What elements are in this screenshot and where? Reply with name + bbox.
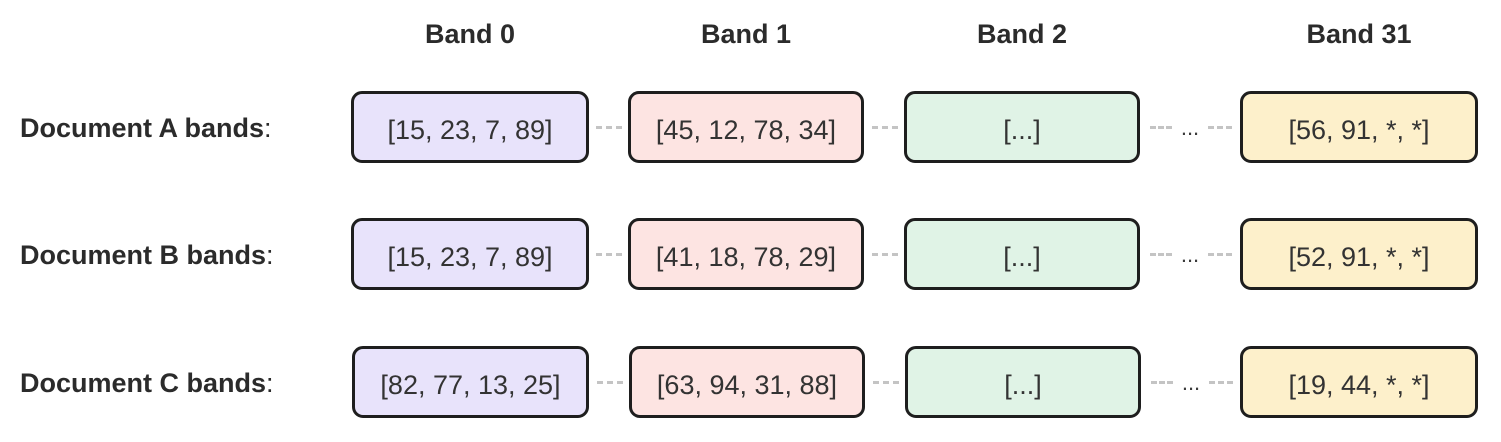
row-label-colon: :: [266, 240, 274, 270]
row-label-text: Document C bands: [20, 368, 267, 398]
doc-c-band-1-cell: [63, 94, 31, 88]: [629, 346, 865, 418]
doc-c-band-0-cell: [82, 77, 13, 25]: [352, 346, 589, 418]
connector-line: [1150, 126, 1172, 129]
doc-a-band-2-cell: [...]: [904, 91, 1140, 163]
connector-line: [597, 381, 623, 384]
connector-line: [1208, 126, 1232, 129]
row-label-text: Document B bands: [20, 240, 267, 270]
band-header-2: Band 2: [976, 19, 1068, 49]
ellipsis-gap: ...: [1181, 370, 1201, 395]
doc-c-band-2-cell: [...]: [905, 346, 1141, 418]
row-label-document-c: Document C bands:: [20, 363, 320, 403]
ellipsis-gap: ...: [1180, 115, 1200, 140]
ellipsis-gap: ...: [1180, 242, 1200, 267]
doc-b-band-1-cell: [41, 18, 78, 29]: [628, 218, 864, 290]
connector-line: [873, 381, 899, 384]
connector-line: [1151, 381, 1173, 384]
connector-line: [596, 126, 622, 129]
connector-line: [1150, 253, 1172, 256]
row-label-text: Document A bands: [20, 113, 265, 143]
band-header-1: Band 1: [700, 19, 792, 49]
connector-line: [1209, 381, 1233, 384]
connector-line: [1208, 253, 1232, 256]
row-label-colon: :: [264, 113, 272, 143]
doc-b-band-31-cell: [52, 91, *, *]: [1240, 218, 1478, 290]
doc-a-band-31-cell: [56, 91, *, *]: [1240, 91, 1478, 163]
connector-line: [872, 253, 898, 256]
doc-a-band-0-cell: [15, 23, 7, 89]: [351, 91, 589, 163]
doc-b-band-0-cell: [15, 23, 7, 89]: [351, 218, 589, 290]
row-label-document-a: Document A bands:: [20, 108, 320, 148]
doc-a-band-1-cell: [45, 12, 78, 34]: [628, 91, 864, 163]
band-header-31: Band 31: [1306, 19, 1412, 49]
band-header-0: Band 0: [424, 19, 516, 49]
connector-line: [872, 126, 898, 129]
row-label-document-b: Document B bands:: [20, 235, 320, 275]
connector-line: [596, 253, 622, 256]
doc-b-band-2-cell: [...]: [904, 218, 1140, 290]
row-label-colon: :: [266, 368, 274, 398]
doc-c-band-31-cell: [19, 44, *, *]: [1240, 346, 1478, 418]
